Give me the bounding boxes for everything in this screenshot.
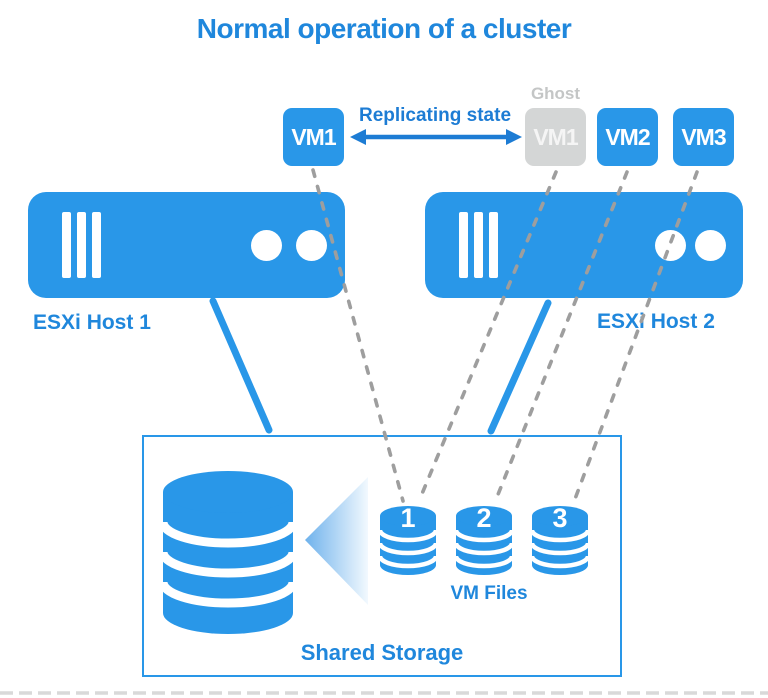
server-vent-bar-icon — [474, 212, 483, 278]
link-host1-to-storage — [209, 297, 273, 434]
database-cylinder-icon — [158, 471, 298, 634]
vm-disk-1-icon: 1 — [377, 503, 439, 575]
read-pointer-triangle-icon — [305, 477, 368, 605]
disk-number-label: 2 — [476, 503, 491, 533]
esxi-host-1-server-icon — [28, 192, 345, 298]
server-vent-bar-icon — [459, 212, 468, 278]
server-vent-bar-icon — [92, 212, 101, 278]
vm-box-vm3: VM3 — [673, 108, 734, 166]
ghost-caption: Ghost — [530, 84, 581, 103]
replication-arrow — [350, 129, 522, 145]
vm-box-vm1-primary: VM1 — [283, 108, 344, 166]
vm-disk-2-icon: 2 — [453, 503, 515, 575]
link-host2-to-storage — [487, 299, 552, 435]
server-drive-circle-icon — [655, 230, 686, 261]
esxi-host-2-server-icon — [425, 192, 743, 298]
server-vent-bar-icon — [489, 212, 498, 278]
shared-storage-label: Shared Storage — [300, 640, 464, 665]
vm-box-vm2: VM2 — [597, 108, 658, 166]
esxi-host-1-label: ESXi Host 1 — [33, 311, 151, 334]
vm-box-vm1-ghost: VM1 — [525, 108, 586, 166]
diagram-title: Normal operation of a cluster — [196, 13, 572, 44]
arrowhead-left-icon — [350, 129, 366, 145]
server-vent-bar-icon — [62, 212, 71, 278]
disk-number-label: 3 — [552, 503, 567, 533]
server-drive-circle-icon — [251, 230, 282, 261]
arrowhead-right-icon — [506, 129, 522, 145]
vm-files-label: VM Files — [450, 583, 528, 604]
esxi-host-2-label: ESXi Host 2 — [597, 310, 715, 333]
server-drive-circle-icon — [695, 230, 726, 261]
storage-graphics: 1 2 3 — [158, 471, 591, 634]
server-vent-bar-icon — [77, 212, 86, 278]
shared-storage-box: 1 2 3 VM Files Shared Storage — [142, 435, 622, 677]
server-drive-circle-icon — [296, 230, 327, 261]
disk-number-label: 1 — [400, 503, 415, 533]
vm-disk-3-icon: 3 — [529, 503, 591, 575]
replicating-state-label: Replicating state — [358, 105, 512, 126]
